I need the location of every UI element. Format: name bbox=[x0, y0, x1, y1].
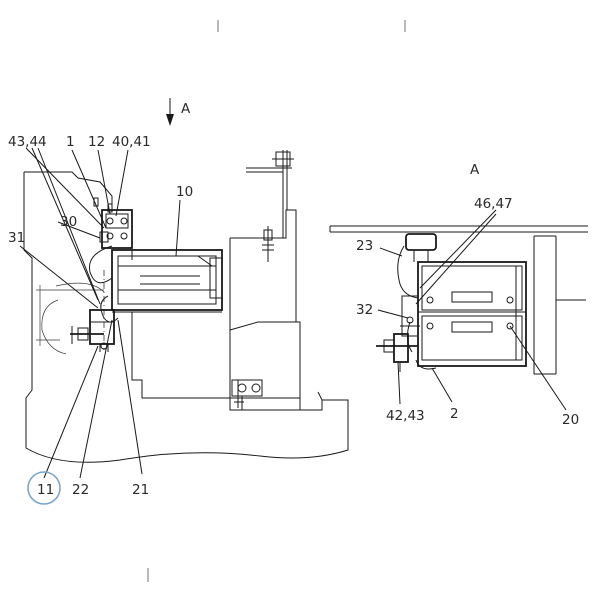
callout-30: 30 bbox=[60, 214, 77, 230]
callout-21: 21 bbox=[132, 482, 149, 498]
view-title: A bbox=[470, 162, 480, 178]
callout-32: 32 bbox=[356, 302, 373, 318]
callout-23: 23 bbox=[356, 238, 373, 254]
callout-11: 11 bbox=[37, 482, 54, 498]
callout-40-41: 40,41 bbox=[112, 134, 151, 150]
callout-20: 20 bbox=[562, 412, 579, 428]
callout-12: 12 bbox=[88, 134, 105, 150]
sheet-marks bbox=[147, 20, 406, 582]
callout-42-43: 42,43 bbox=[386, 408, 425, 424]
callout-43-44: 43,44 bbox=[8, 134, 47, 150]
callout-11-highlight bbox=[27, 471, 61, 505]
callout-31: 31 bbox=[8, 230, 25, 246]
callout-46-47: 46,47 bbox=[474, 196, 513, 212]
view-arrow: A bbox=[166, 98, 191, 126]
left-view bbox=[19, 147, 349, 479]
view-arrow-label: A bbox=[181, 101, 191, 117]
right-view bbox=[329, 209, 588, 411]
callout-1: 1 bbox=[66, 134, 75, 150]
callout-10: 10 bbox=[176, 184, 193, 200]
callout-22: 22 bbox=[72, 482, 89, 498]
callout-2: 2 bbox=[450, 406, 459, 422]
